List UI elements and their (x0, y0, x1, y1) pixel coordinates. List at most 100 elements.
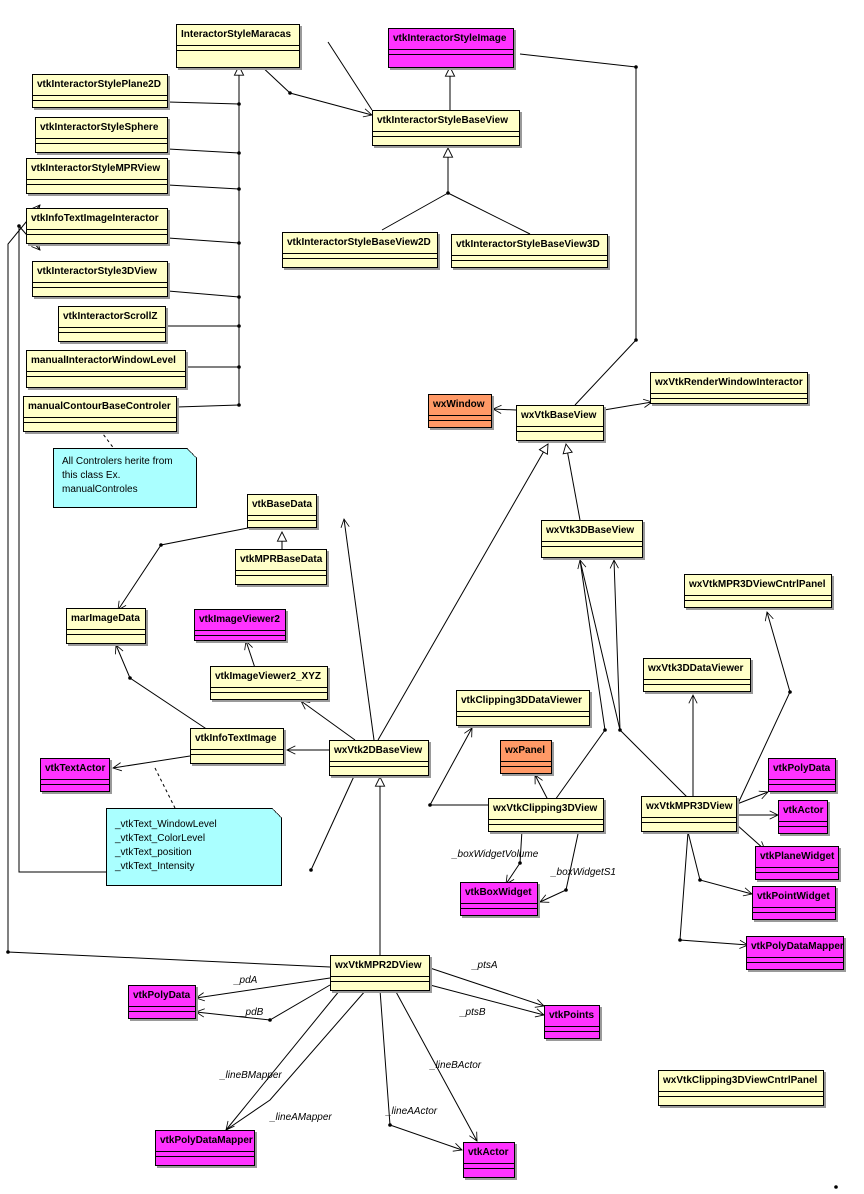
class-interactor-style-maracas[interactable]: InteractorStyleMaracas (176, 24, 300, 68)
class-mar-image-data[interactable]: marImageData (66, 608, 146, 644)
class-name: marImageData (71, 613, 140, 624)
class-name: vtkClipping3DDataViewer (461, 695, 582, 706)
role-line-a-mapper: _lineAMapper (270, 1112, 332, 1123)
class-name: vtkMPRBaseData (240, 554, 323, 565)
class-name: vtkPolyDataMapper (160, 1135, 253, 1146)
class-name: vtkInteractorStyleMPRView (31, 163, 161, 174)
class-name: wxVtkMPR3DView (646, 801, 733, 812)
class-name: vtkInteractorStyleImage (393, 33, 507, 44)
class-name: vtkInteractorStylePlane2D (37, 79, 161, 90)
class-vtk-interactor-style-3dview[interactable]: vtkInteractorStyle3DView (32, 261, 168, 297)
class-name: wxPanel (505, 745, 546, 756)
class-wx-vtk-mpr2d-view[interactable]: wxVtkMPR2DView (330, 955, 430, 991)
class-vtk-base-data[interactable]: vtkBaseData (247, 494, 317, 528)
class-vtk-interactor-style-image[interactable]: vtkInteractorStyleImage (388, 28, 514, 68)
class-vtk-interactor-style-base-view-2d[interactable]: vtkInteractorStyleBaseView2D (282, 232, 438, 268)
class-name: vtkInteractorStyleBaseView2D (287, 237, 431, 248)
class-vtk-point-widget[interactable]: vtkPointWidget (752, 886, 836, 920)
class-name: wxWindow (433, 399, 485, 410)
note-line: All Controlers herite from (62, 456, 173, 467)
class-name: manualContourBaseControler (28, 401, 171, 412)
class-name: vtkImageViewer2_XYZ (215, 671, 321, 682)
class-vtk-poly-data-mapper-left[interactable]: vtkPolyDataMapper (155, 1130, 255, 1166)
note-fold-icon (272, 808, 282, 818)
class-vtk-poly-data-right[interactable]: vtkPolyData (768, 758, 836, 792)
class-manual-contour-base-controler[interactable]: manualContourBaseControler (23, 396, 177, 432)
note-line: _vtkText_Intensity (115, 861, 195, 872)
note-line: _vtkText_ColorLevel (115, 833, 206, 844)
class-name: wxVtkMPR2DView (335, 960, 422, 971)
class-vtk-actor-bottom[interactable]: vtkActor (463, 1142, 515, 1178)
class-vtk-interactor-scroll-z[interactable]: vtkInteractorScrollZ (58, 306, 166, 342)
class-wx-panel[interactable]: wxPanel (500, 740, 552, 774)
class-manual-interactor-window-level[interactable]: manualInteractorWindowLevel (26, 350, 186, 388)
class-name: vtkInteractorStyleBaseView (377, 115, 508, 126)
role-pd-a: _pdA (234, 975, 258, 986)
note-fold-icon (187, 448, 197, 458)
class-wx-vtk-mpr3d-view-cntrl-panel[interactable]: wxVtkMPR3DViewCntrlPanel (684, 574, 832, 608)
class-name: wxVtkClipping3DView (493, 803, 598, 814)
class-vtk-points[interactable]: vtkPoints (544, 1005, 600, 1039)
class-wx-vtk-render-window-interactor[interactable]: wxVtkRenderWindowInteractor (650, 372, 808, 404)
class-name: wxVtkBaseView (521, 410, 597, 421)
role-line-a-actor: _lineAActor (386, 1106, 438, 1117)
class-name: vtkBoxWidget (465, 887, 532, 898)
class-name: vtkActor (783, 805, 824, 816)
class-name: manualInteractorWindowLevel (31, 355, 176, 366)
class-wx-vtk-base-view[interactable]: wxVtkBaseView (516, 405, 604, 441)
role-box-widget-volume: _boxWidgetVolume (452, 849, 539, 860)
class-vtk-mpr-base-data[interactable]: vtkMPRBaseData (235, 549, 327, 585)
role-pts-b: _ptsB (460, 1007, 486, 1018)
class-wx-window[interactable]: wxWindow (428, 394, 492, 428)
class-vtk-image-viewer2[interactable]: vtkImageViewer2 (194, 609, 286, 641)
role-box-widget-s1: _boxWidgetS1 (551, 867, 616, 878)
class-name: vtkInfoTextImage (195, 733, 277, 744)
class-name: wxVtk3DBaseView (546, 525, 635, 536)
class-vtk-clipping-3d-data-viewer[interactable]: vtkClipping3DDataViewer (456, 690, 590, 726)
class-name: vtkPoints (549, 1010, 595, 1021)
class-vtk-box-widget[interactable]: vtkBoxWidget (460, 882, 538, 916)
class-name: vtkPolyData (773, 763, 831, 774)
class-vtk-image-viewer2-xyz[interactable]: vtkImageViewer2_XYZ (210, 666, 328, 700)
note-line: manualControles (62, 484, 138, 495)
class-name: vtkPolyData (133, 990, 191, 1001)
note-line: _vtkText_WindowLevel (115, 819, 217, 830)
class-vtk-poly-data-left[interactable]: vtkPolyData (128, 985, 196, 1019)
class-name: vtkInteractorScrollZ (63, 311, 158, 322)
class-vtk-interactor-style-base-view-3d[interactable]: vtkInteractorStyleBaseView3D (451, 234, 608, 268)
role-line-b-mapper: _lineBMapper (220, 1070, 282, 1081)
class-name: vtkInteractorStyle3DView (37, 266, 157, 277)
class-name: vtkActor (468, 1147, 509, 1158)
class-vtk-info-text-image[interactable]: vtkInfoTextImage (190, 728, 284, 764)
class-name: vtkPolyDataMapper (751, 941, 844, 952)
class-name: wxVtk3DDataViewer (648, 663, 744, 674)
class-wx-vtk-3d-base-view[interactable]: wxVtk3DBaseView (541, 520, 643, 558)
class-name: vtkTextActor (45, 763, 106, 774)
class-name: wxVtkClipping3DViewCntrlPanel (663, 1075, 818, 1086)
class-vtk-interactor-style-plane2d[interactable]: vtkInteractorStylePlane2D (32, 74, 168, 108)
role-line-b-actor: _lineBActor (430, 1060, 482, 1071)
class-name: vtkInfoTextImageInteractor (31, 213, 159, 224)
class-wx-vtk-2d-base-view[interactable]: wxVtk2DBaseView (329, 740, 429, 776)
class-vtk-plane-widget[interactable]: vtkPlaneWidget (755, 846, 839, 880)
note-line: _vtkText_position (115, 847, 192, 858)
class-name: vtkInteractorStyleBaseView3D (456, 239, 600, 250)
class-name: wxVtk2DBaseView (334, 745, 423, 756)
note-text-fields: _vtkText_WindowLevel _vtkText_ColorLevel… (106, 808, 282, 886)
class-wx-vtk-clipping-3d-view[interactable]: wxVtkClipping3DView (488, 798, 604, 832)
class-wx-vtk-3d-data-viewer[interactable]: wxVtk3DDataViewer (643, 658, 751, 692)
class-vtk-text-actor[interactable]: vtkTextActor (40, 758, 110, 792)
class-name: wxVtkRenderWindowInteractor (655, 377, 803, 388)
class-vtk-interactor-style-mpr-view[interactable]: vtkInteractorStyleMPRView (26, 158, 168, 194)
note-controlers: All Controlers herite from this class Ex… (53, 448, 197, 508)
class-vtk-poly-data-mapper-right[interactable]: vtkPolyDataMapper (746, 936, 844, 970)
class-vtk-actor-right[interactable]: vtkActor (778, 800, 828, 834)
class-wx-vtk-mpr3d-view[interactable]: wxVtkMPR3DView (641, 796, 737, 832)
class-vtk-interactor-style-base-view[interactable]: vtkInteractorStyleBaseView (372, 110, 520, 146)
class-wx-vtk-clipping-3d-view-cntrl-panel[interactable]: wxVtkClipping3DViewCntrlPanel (658, 1070, 824, 1106)
class-name: vtkInteractorStyleSphere (40, 122, 159, 133)
class-vtk-info-text-image-interactor[interactable]: vtkInfoTextImageInteractor (26, 208, 168, 244)
note-line: this class Ex. (62, 470, 121, 481)
class-vtk-interactor-style-sphere[interactable]: vtkInteractorStyleSphere (35, 117, 168, 153)
